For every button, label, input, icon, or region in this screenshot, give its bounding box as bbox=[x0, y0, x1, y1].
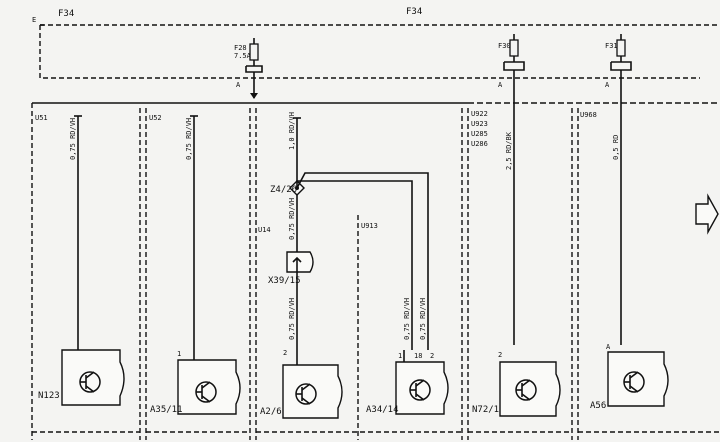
component-label-n123: N123 bbox=[38, 391, 60, 401]
wire-label-u968: 0,5 RD bbox=[612, 135, 620, 160]
fuse-f28-rating: 7.5A bbox=[234, 52, 252, 60]
pin-u14: 2 bbox=[283, 349, 287, 357]
section-id-u52: U52 bbox=[149, 114, 162, 122]
component-label-a35-11: A35/11 bbox=[150, 405, 183, 415]
component-a2-6 bbox=[282, 364, 343, 419]
connector-x39-15 bbox=[286, 251, 314, 273]
wire-label-u913-b: 0,75 RD/VH bbox=[419, 298, 427, 340]
pin-u913-1: 1 bbox=[398, 352, 402, 360]
section-id-u51: U51 bbox=[35, 114, 48, 122]
section-id-u913: U913 bbox=[361, 222, 378, 230]
label-f34-left: F34 bbox=[58, 9, 74, 19]
fuse-f28-id: F28 bbox=[234, 44, 247, 52]
section-id-u286: U286 bbox=[471, 140, 488, 148]
splice-label: Z4/26 bbox=[270, 185, 297, 195]
fuse-f28 bbox=[245, 38, 263, 99]
section-borders bbox=[31, 103, 720, 440]
wire-label-u14-top: 1,0 RD/VH bbox=[288, 112, 296, 150]
pin-u52: 1 bbox=[177, 350, 181, 358]
fuse-f30 bbox=[503, 34, 525, 345]
pin-u913-18: 18 bbox=[414, 352, 422, 360]
section-id-u923: U923 bbox=[471, 120, 488, 128]
wire-label-u52: 0,75 RD/VH bbox=[185, 118, 193, 160]
wire-label-u14-low: 0,75 RD/VH bbox=[288, 298, 296, 340]
wire-label-u913-a: 0,75 RD/VH bbox=[403, 298, 411, 340]
component-n72-1 bbox=[499, 361, 561, 417]
pin-u968: A bbox=[606, 343, 611, 351]
fuse-f31-id: F31 bbox=[605, 42, 618, 50]
label-f34-mid: F34 bbox=[406, 7, 422, 17]
section-id-u285: U285 bbox=[471, 130, 488, 138]
component-label-n72-1: N72/1 bbox=[472, 405, 499, 415]
component-a35-11 bbox=[177, 359, 241, 415]
fuse-f31 bbox=[610, 34, 632, 345]
component-label-a56: A56 bbox=[590, 401, 606, 411]
splice-z4-26 bbox=[289, 172, 429, 350]
component-a56 bbox=[607, 351, 669, 407]
component-label-a34-14: A34/14 bbox=[366, 405, 399, 415]
connector-label: X39/15 bbox=[268, 276, 301, 286]
wire-label-u14-mid: 0,75 RD/VH bbox=[288, 198, 296, 240]
pin-u913-2: 2 bbox=[430, 352, 434, 360]
wire-label-u922: 2,5 RD/BK bbox=[505, 131, 513, 170]
wire-label-u51: 0,75 RD/VH bbox=[69, 118, 77, 160]
section-id-u922: U922 bbox=[471, 110, 488, 118]
fuse-f30-id: F30 bbox=[498, 42, 511, 50]
pin-u922: 2 bbox=[498, 351, 502, 359]
fuse-box-f34 bbox=[39, 24, 720, 79]
label-e: E bbox=[32, 16, 36, 24]
section-id-u968: U968 bbox=[580, 111, 597, 119]
fuse-f30-pin: A bbox=[498, 81, 503, 89]
continuation-arrow-icon bbox=[695, 193, 719, 235]
component-label-a2-6: A2/6 bbox=[260, 407, 282, 417]
fuse-f28-pin: A bbox=[236, 81, 241, 89]
section-id-u14: U14 bbox=[258, 226, 271, 234]
component-n123 bbox=[61, 349, 125, 406]
fuse-f31-pin: A bbox=[605, 81, 610, 89]
component-a34-14 bbox=[395, 361, 449, 415]
